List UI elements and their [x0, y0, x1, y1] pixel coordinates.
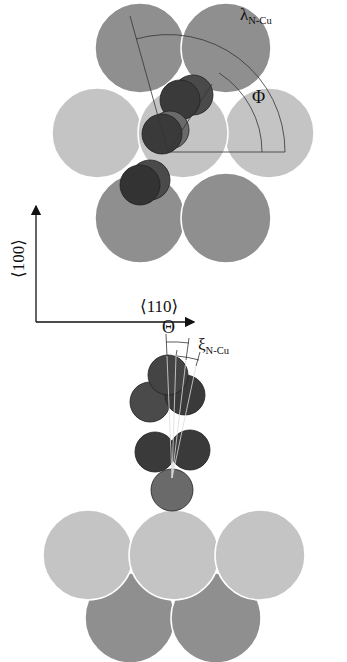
surface-atoms-side	[43, 510, 305, 662]
angle-label: λN-Cu	[240, 6, 272, 26]
crystal-axes	[36, 206, 194, 322]
axis-label: ⟨110⟩	[140, 298, 178, 315]
molecule-top	[120, 75, 213, 205]
molecule-side	[130, 355, 210, 511]
angle-label: ξN-Cu	[198, 336, 229, 356]
surface-atoms-top	[52, 3, 314, 263]
axis-label: ⟨100⟩	[10, 239, 27, 278]
tilt-lines	[167, 356, 196, 478]
angle-label: Φ	[252, 88, 265, 106]
angle-label: Θ	[162, 318, 175, 336]
tilt-arcs	[166, 334, 200, 366]
angle-lines	[130, 16, 285, 152]
